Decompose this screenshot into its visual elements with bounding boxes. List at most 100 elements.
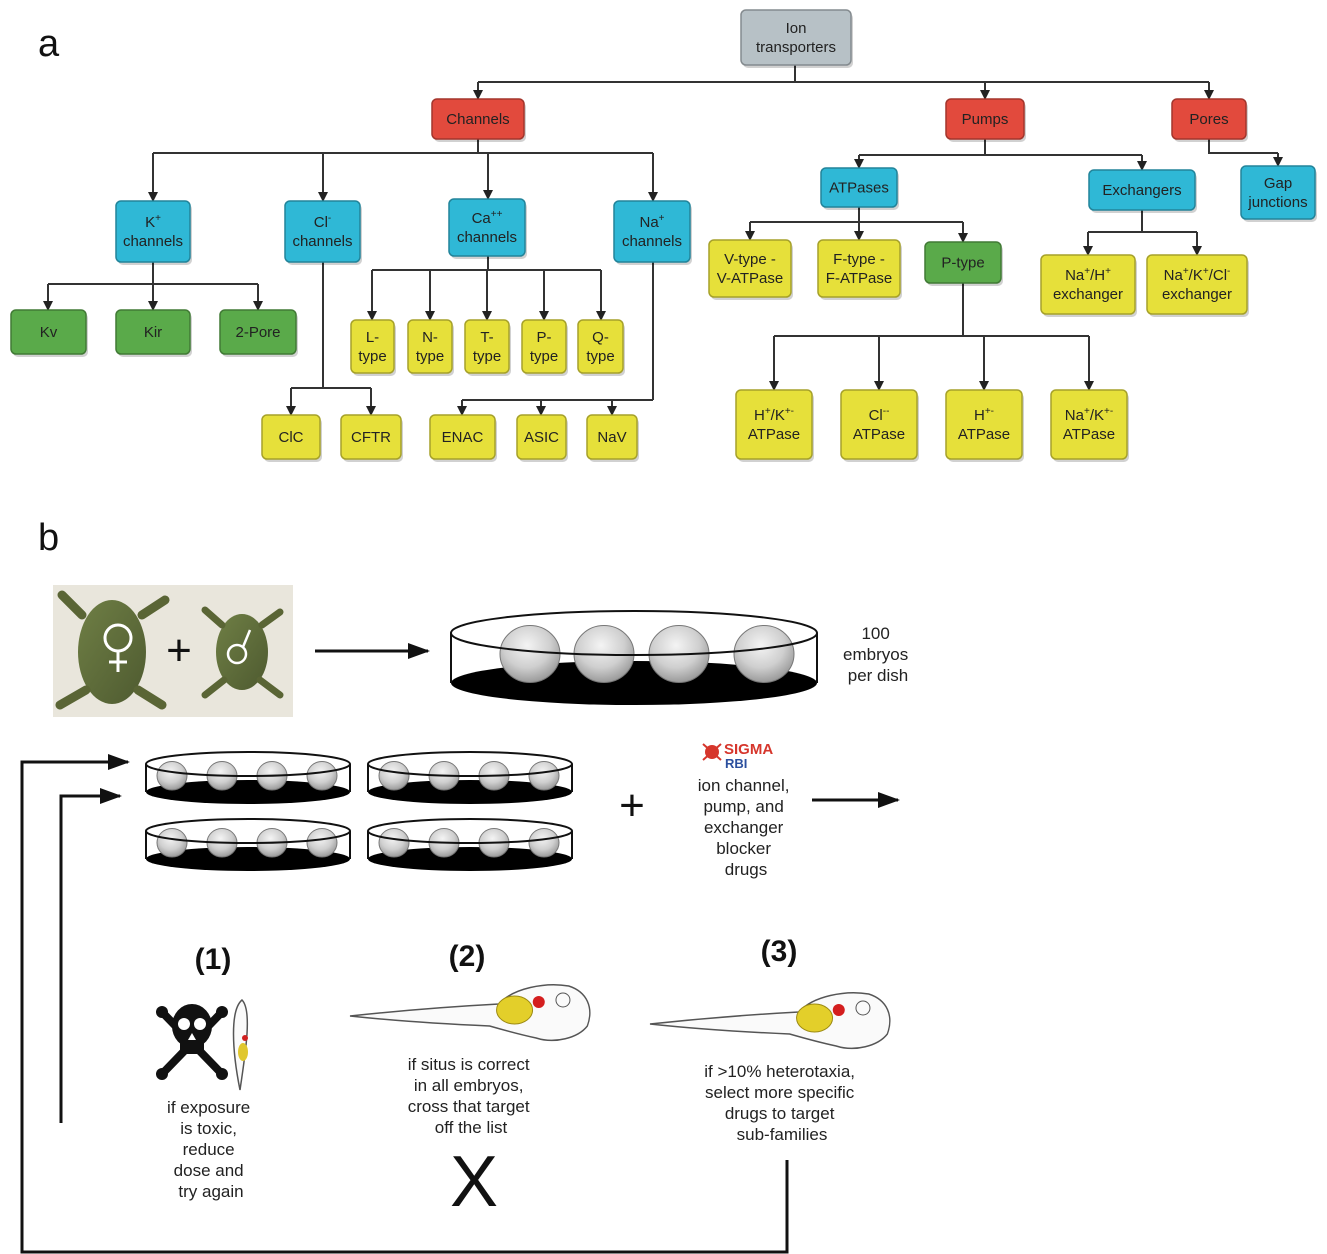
node-two-pore: 2-Pore [219,309,298,357]
node-pumps: Pumps [945,98,1026,142]
node-label: H+-​ATPase [958,406,1010,443]
node-box [350,319,395,374]
node-asic: ASIC [516,414,568,462]
node-label: P-type [530,329,558,365]
step-1-text: if exposure is toxic, reduce dose and tr… [167,1098,255,1201]
small-petri-dishes [145,751,573,871]
node-label: Cl-​channels [292,213,352,250]
plus-sign: + [166,626,192,675]
frog-photo [53,585,293,717]
node-q-type: Q-type [577,319,625,376]
connector [1208,139,1278,154]
dish-large [450,610,818,705]
node-t-type: T-type [464,319,511,376]
male-symbol-icon [226,629,252,665]
embryo [306,761,338,791]
node-label: Na+​/H+​exchanger [1053,266,1123,303]
feedback-arrow-step3 [20,754,789,1254]
panel-b: + 100 embryos per dish + SIGMA RBI ion c… [20,585,913,1254]
embryo [378,761,410,791]
embryo [306,828,338,858]
node-n-type: N-type [407,319,454,376]
tadpole-step2-icon [349,984,591,1042]
node-label: L-type [358,329,386,365]
node-hk-atpase: H+​/K+-​ATPase [735,389,814,462]
node-box [1171,98,1247,140]
node-box [521,319,567,374]
node-p-type: P-type [924,241,1003,286]
node-box [708,239,792,298]
node-box [10,309,87,355]
node-box [429,414,496,460]
node-label: Na+​/K+​/Cl-​exchanger [1162,266,1232,303]
node-box [924,241,1002,284]
node-box [261,414,321,460]
node-box [577,319,624,374]
node-label: H+​/K+-​ATPase [748,406,800,443]
dish-small-4 [367,818,573,871]
node-label: ATPases [829,180,889,197]
embryo [528,761,560,791]
node-h-atpase: H+-​ATPase [945,389,1024,462]
node-cftr: CFTR [340,414,403,462]
node-label: Pores [1189,111,1228,128]
node-box [516,414,567,460]
embryo [499,625,561,683]
node-box [735,389,813,460]
dish-small-2 [367,751,573,804]
node-box [613,200,691,263]
node-box [820,167,898,208]
node-cl-atpase: Cl--​ATPase [840,389,919,462]
node-box [1040,254,1136,315]
node-enac: ENAC [429,414,497,462]
dish-small-1 [145,751,351,804]
female-symbol-icon [103,623,133,672]
node-label: Exchangers [1102,182,1181,199]
skull-crossbones-icon [156,1004,228,1080]
node-label: Ca++​channels [457,209,517,246]
node-label: ENAC [442,429,484,446]
node-label: T-type [473,329,501,365]
node-label: Kir [144,324,162,341]
embryos-per-dish-label: 100 embryos per dish [843,624,913,685]
node-box [464,319,510,374]
node-box [586,414,638,460]
node-p-type-ca: P-type [521,319,568,376]
node-box [219,309,297,355]
node-box [115,200,191,263]
tree-nodes: IontransportersChannelsPumpsPoresK+​chan… [10,9,1317,462]
node-label: Q-type [586,329,614,365]
rbi-logo-text: RBI [725,756,747,771]
node-label: ASIC [524,429,559,446]
node-exchangers: Exchangers [1088,169,1197,213]
node-label: Kv [40,324,58,341]
node-box [1146,254,1248,315]
node-label: Channels [446,111,509,128]
node-ca-channels: Ca++​channels [448,198,527,259]
node-kv: Kv [10,309,88,357]
embryo [156,761,188,791]
node-box [340,414,402,460]
node-box [817,239,901,298]
node-pores: Pores [1171,98,1248,142]
node-label: Na+​/K+-​ATPase [1063,406,1115,443]
tree-connectors [43,65,1283,416]
node-kir: Kir [115,309,192,357]
large-petri-dish [450,610,818,705]
tadpole-small-icon [232,998,249,1091]
panel-label-b: b [38,517,59,559]
sigma-logo-text: SIGMA [724,741,773,758]
cross-off-mark: X [450,1142,498,1222]
node-box [1240,165,1316,220]
node-v-type: V-type -V-ATPase [708,239,793,300]
node-label: CFTR [351,429,391,446]
embryo [528,828,560,858]
node-box [431,98,525,140]
node-clc: ClC [261,414,322,462]
node-nav: NaV [586,414,639,462]
step-3-number: (3) [761,935,798,968]
plus-sign-drugs: + [619,781,645,830]
